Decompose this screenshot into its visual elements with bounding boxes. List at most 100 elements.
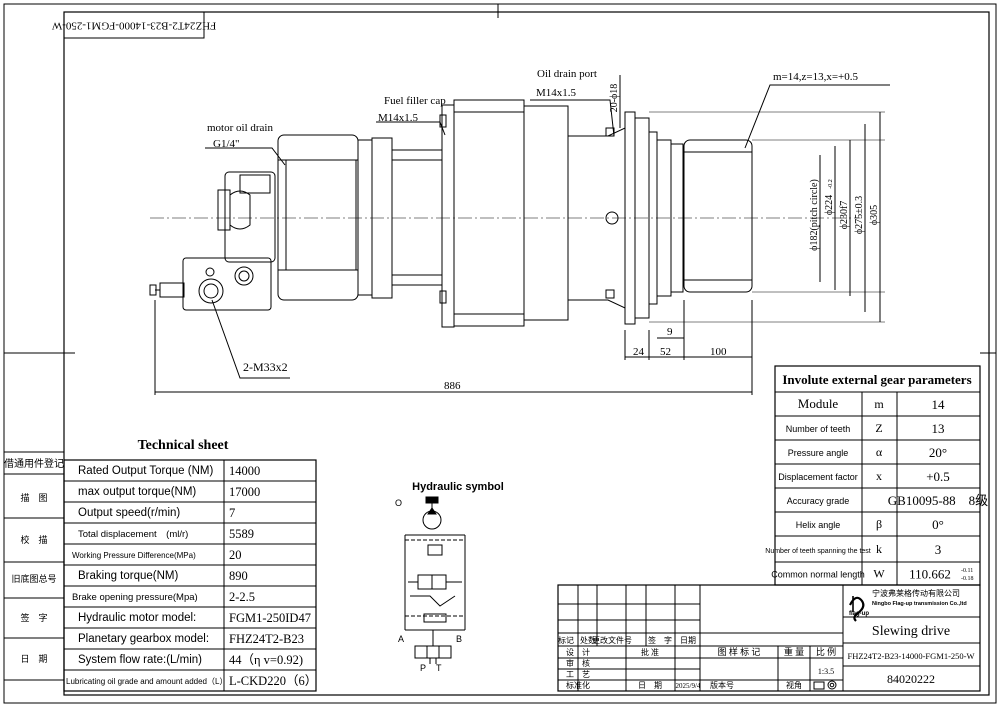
gear-parameters-table: Involute external gear parameters Module… [765, 365, 988, 586]
tb-company-en: Ningbo Flag-up transmission Co.,ltd [872, 601, 967, 607]
port-o: O [395, 498, 402, 508]
side-cell-4: 旧底图总号 [11, 573, 56, 584]
tech-row-label: max output torque(NM) [78, 486, 196, 498]
dia-230-dim: ϕ230f7 [839, 201, 850, 230]
title-block-text: 标记 处数 更改文件号 签 字 日期 设 计 审 核 工 艺 标准化 批 准 日… [558, 588, 975, 690]
side-column: 借通用件登记 描 图 校 描 旧底图总号 签 字 日 期 [4, 451, 65, 695]
svg-text:FHZ24T2-B23-14000-FGM1-250-W: FHZ24T2-B23-14000-FGM1-250-W [51, 19, 216, 31]
oil-drain-port-size: M14x1.5 [536, 87, 577, 99]
gear-row-name: Number of teeth spanning the test [765, 548, 871, 555]
technical-sheet: Technical sheet Rated Output Torque (NM)… [63, 438, 317, 692]
tb-date: 2025/9/4 [676, 682, 701, 690]
gear-row-name: Number of teeth [786, 424, 851, 434]
gear-row-value: 3 [935, 542, 942, 557]
tb-h-sign: 签 字 [648, 635, 672, 645]
dia-275-dim: ϕ275±0.3 [854, 196, 865, 234]
tb-r-process: 工 艺 [566, 670, 590, 679]
w-tolerance-lower: -0.18 [961, 576, 974, 582]
tb-view: 视角 [786, 680, 802, 690]
dim-9: 9 [667, 326, 673, 338]
port-p: P [420, 663, 426, 673]
side-cell-5: 签 字 [20, 612, 47, 623]
tech-row-value: 20 [229, 548, 242, 562]
fuel-filler-label: Fuel filler cap [384, 95, 446, 107]
pitch-circle-dim: ϕ182(pitch circle) [809, 179, 820, 251]
gear-row-symbol: k [876, 542, 882, 556]
gear-row-value: GB10095-88 8级 [888, 493, 988, 508]
motor-oil-drain-size: G1/4" [213, 138, 240, 150]
dim-24: 24 [633, 346, 645, 358]
tb-h-date: 日期 [680, 636, 696, 645]
tb-r-dates: 日 期 [638, 681, 662, 690]
hydraulic-symbol: Hydraulic symbol O A B [395, 481, 504, 673]
gear-row-name: Pressure angle [788, 448, 849, 458]
tech-row-value: 2-2.5 [229, 590, 255, 604]
gear-row-name: Accuracy grade [787, 496, 850, 506]
tech-row-label: System flow rate:(L/min) [78, 654, 202, 666]
fuel-filler-size: M14x1.5 [378, 112, 419, 124]
port-a: A [398, 634, 404, 644]
drawing-number-stamp: FHZ24T2-B23-14000-FGM1-250-W [51, 11, 216, 39]
tech-row-label: Rated Output Torque (NM) [78, 465, 213, 477]
tech-row-value: FGM1-250ID47 [229, 611, 311, 625]
ports-label: 2-M33x2 [243, 360, 288, 374]
dia-224-dim: ϕ224 [824, 195, 835, 215]
title-block [557, 584, 981, 692]
gear-row-name: Module [798, 396, 839, 411]
tech-row-value: FHZ24T2-B23 [229, 632, 304, 646]
gear-row-symbol: β [876, 517, 882, 531]
tech-row-label: Hydraulic motor model: [78, 612, 196, 624]
tech-row-value: 17000 [229, 485, 260, 499]
tb-r-approve: 批 准 [641, 647, 659, 657]
tech-row-value: L-CKD220（6） [229, 674, 317, 688]
side-cell-3: 校 描 [20, 534, 47, 545]
tech-row-value: 5589 [229, 527, 254, 541]
w-tolerance-upper: -0.11 [961, 568, 973, 574]
dim-52: 52 [660, 346, 671, 358]
technical-sheet-title: Technical sheet [138, 438, 229, 453]
dim-886: 886 [444, 380, 461, 392]
hydraulic-title: Hydraulic symbol [412, 481, 504, 493]
gear-spec-label: m=14,z=13,x=+0.5 [773, 71, 859, 83]
gear-row-symbol: α [876, 445, 883, 459]
tb-h-pattern: 图 样 标 记 [718, 646, 761, 657]
tb-h-weight: 重 量 [784, 646, 804, 657]
tech-row-value: 890 [229, 569, 248, 583]
tech-row-label: Total displacement (ml/r) [78, 529, 188, 540]
bolt-holes-dim: 20-ϕ18 [609, 84, 620, 113]
gear-row-symbol: W [873, 567, 885, 581]
gear-row-value: 14 [932, 397, 946, 412]
inner-border [63, 11, 990, 696]
tech-row-value: 44（η v=0.92) [229, 653, 303, 667]
company-logo-text: flag-up [849, 611, 869, 617]
tb-h-scale: 比 例 [816, 646, 836, 657]
dia-305-dim: ϕ305 [869, 205, 880, 225]
gear-row-value: 0° [932, 517, 944, 532]
gear-row-symbol: x [876, 469, 882, 483]
tb-h-area: 更改文件号 [592, 635, 632, 645]
gear-row-value: 13 [932, 421, 945, 436]
gear-row-name: Helix angle [796, 520, 841, 530]
dim-100: 100 [710, 346, 727, 358]
gear-row-name: Displacement factor [778, 472, 858, 482]
port-t: T [436, 663, 442, 673]
tb-r-design: 设 计 [566, 647, 590, 657]
tech-row-label: Working Pressure Difference(MPa) [72, 551, 196, 560]
tech-row-label: Lubricating oil grade and amount added（L… [66, 677, 227, 686]
port-b: B [456, 634, 462, 644]
gear-row-value: +0.5 [926, 469, 950, 484]
oil-drain-port-label: Oil drain port [537, 68, 597, 80]
tech-row-value: 14000 [229, 464, 260, 478]
tb-r-std: 标准化 [566, 680, 590, 690]
tb-product: Slewing drive [872, 624, 950, 639]
tb-company-cn: 宁波弗莱格传动有限公司 [872, 588, 960, 598]
gear-row-value: 110.662 [909, 567, 951, 582]
tech-row-label: Planetary gearbox model: [78, 633, 209, 645]
gear-table-title: Involute external gear parameters [782, 372, 971, 387]
slewing-drive-drawing [149, 75, 890, 395]
tb-h-marks: 标记 [558, 635, 574, 645]
gear-row-symbol: m [874, 397, 884, 411]
tech-row-label: Brake opening pressure(Mpa) [72, 592, 198, 603]
drawing-labels: motor oil drain G1/4" Fuel filler cap M1… [207, 68, 880, 392]
